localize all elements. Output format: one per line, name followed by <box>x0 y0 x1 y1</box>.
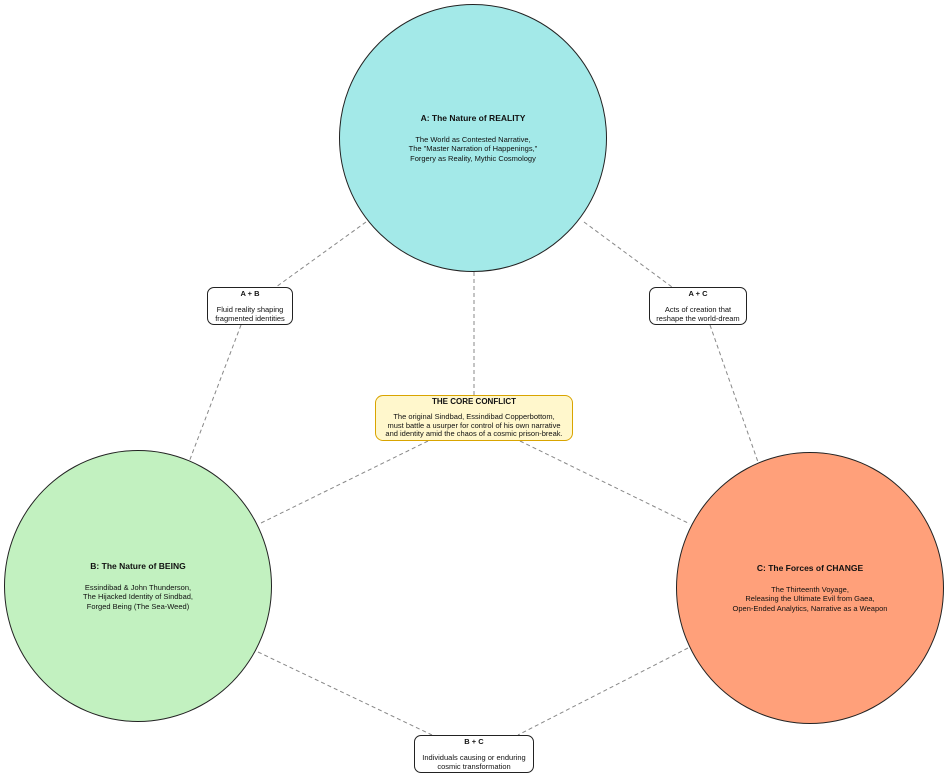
change-circle: C: The Forces of CHANGE The Thirteenth V… <box>676 452 944 724</box>
intersection-ab-line: Fluid reality shaping <box>216 305 284 314</box>
connector-c-to-bc <box>517 647 689 736</box>
intersection-bc-line: cosmic transformation <box>437 762 511 771</box>
intersection-bc-title: B + C <box>464 737 484 746</box>
change-line: The Thirteenth Voyage, <box>771 584 849 594</box>
change-line: Releasing the Ultimate Evil from Gaea, <box>745 594 875 604</box>
connector-core-to-b <box>258 440 429 525</box>
intersection-bc-box: B + C Individuals causing or enduring co… <box>414 735 534 773</box>
reality-title: A: The Nature of REALITY <box>420 112 526 123</box>
intersection-bc-line: Individuals causing or enduring <box>422 753 526 762</box>
being-circle: B: The Nature of BEING Essindibad & John… <box>4 450 272 722</box>
connector-a-to-ab <box>275 221 367 288</box>
reality-line: The "Master Narration of Happenings," <box>408 144 538 154</box>
reality-line: The World as Contested Narrative, <box>415 134 531 144</box>
core-conflict-line: and identity amid the chaos of a cosmic … <box>385 429 563 439</box>
reality-circle: A: The Nature of REALITY The World as Co… <box>339 4 607 272</box>
core-conflict-line: The original Sindbad, Essindibad Copperb… <box>393 412 555 422</box>
core-conflict-line: must battle a usurper for control of his… <box>387 420 561 430</box>
intersection-ac-line: Acts of creation that <box>664 305 732 314</box>
change-line: Open-Ended Analytics, Narrative as a Wea… <box>732 603 888 613</box>
reality-line: Forgery as Reality, Mythic Cosmology <box>410 153 536 163</box>
core-conflict-box: THE CORE CONFLICT The original Sindbad, … <box>375 395 573 441</box>
change-title: C: The Forces of CHANGE <box>756 562 864 573</box>
connector-b-to-bc <box>257 651 433 736</box>
being-title: B: The Nature of BEING <box>90 560 186 571</box>
intersection-ab-box: A + B Fluid reality shaping fragmented i… <box>207 287 293 325</box>
connector-core-to-c <box>519 440 691 525</box>
intersection-ab-line: fragmented identities <box>215 314 285 323</box>
core-conflict-title: THE CORE CONFLICT <box>432 397 516 407</box>
connector-ac-to-c <box>709 324 759 463</box>
being-line: Essindibad & John Thunderson, <box>84 582 192 592</box>
being-line: Forged Being (The Sea-Weed) <box>86 601 190 611</box>
intersection-ac-box: A + C Acts of creation that reshape the … <box>649 287 747 325</box>
being-line: The Hijacked Identity of Sindbad, <box>82 592 194 602</box>
intersection-ab-title: A + B <box>240 289 260 298</box>
intersection-ac-line: reshape the world-dream <box>656 314 740 323</box>
intersection-ac-title: A + C <box>688 289 708 298</box>
connector-ab-to-b <box>188 324 242 463</box>
connector-a-to-ac <box>583 221 673 288</box>
